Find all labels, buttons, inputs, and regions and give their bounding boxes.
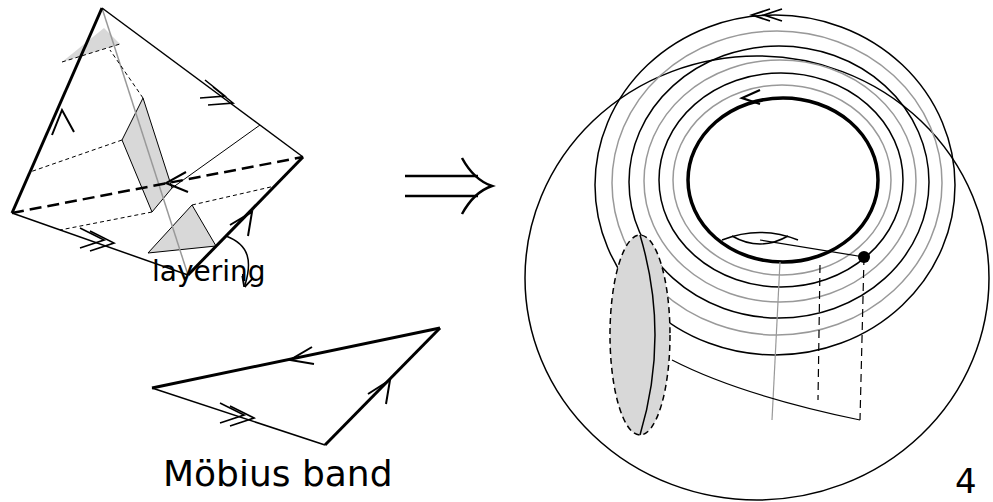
tetrahedron <box>12 8 303 275</box>
caption-label: layering <box>152 258 266 286</box>
implies-symbol <box>405 158 492 214</box>
page-number: 4 <box>955 464 977 498</box>
caption-label: Möbius band <box>163 456 393 492</box>
mobius-triangle <box>152 328 440 445</box>
solid-torus <box>525 9 989 500</box>
